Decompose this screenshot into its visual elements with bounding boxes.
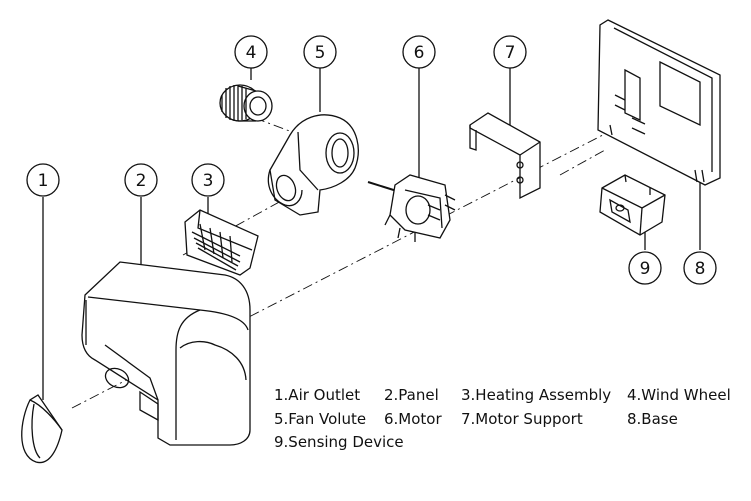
callout-number-2: 2: [136, 171, 147, 191]
legend-item-heating-assembly: 3.Heating Assembly: [461, 386, 612, 404]
callout-circle-5: [303, 35, 337, 69]
legend-item-base: 8.Base: [627, 410, 678, 428]
base-part: [597, 19, 721, 186]
legend-item-fan-volute: 5.Fan Volute: [274, 410, 367, 428]
fan-volute-part: [267, 114, 359, 216]
callout-number-6: 6: [414, 43, 425, 63]
legend-item-air-outlet: 1.Air Outlet: [274, 386, 361, 404]
legend-item-panel: 2.Panel: [384, 386, 439, 404]
assembly-axis-line-4: [559, 149, 606, 176]
callout-circle-3: [191, 163, 225, 197]
motor-part: [367, 174, 456, 242]
callout-number-5: 5: [315, 43, 326, 63]
callout-circle-7: [493, 35, 527, 69]
panel-part: [81, 261, 251, 446]
sensing-device-part: [599, 174, 666, 236]
callout-circle-8: [683, 251, 717, 285]
callout-circle-1: [26, 163, 60, 197]
callout-circle-9: [628, 251, 662, 285]
air-outlet-part: [21, 394, 63, 464]
callout-circle-2: [124, 163, 158, 197]
callout-number-4: 4: [246, 43, 257, 63]
legend-item-wind-wheel: 4.Wind Wheel: [627, 386, 731, 404]
callout-number-8: 8: [695, 259, 706, 279]
heating-assembly-part: [184, 209, 259, 276]
callout-number-9: 9: [640, 259, 651, 279]
callout-number-7: 7: [505, 43, 516, 63]
callout-number-1: 1: [38, 171, 49, 191]
motor-support-part: [469, 112, 541, 200]
callout-circle-4: [234, 35, 268, 69]
legend-item-motor: 6.Motor: [384, 410, 442, 428]
callout-number-3: 3: [203, 171, 214, 191]
legend-item-sensing-device: 9.Sensing Device: [274, 433, 404, 451]
callout-circle-6: [402, 35, 436, 69]
wind-wheel-part: [219, 84, 273, 122]
legend-item-motor-support: 7.Motor Support: [461, 410, 583, 428]
